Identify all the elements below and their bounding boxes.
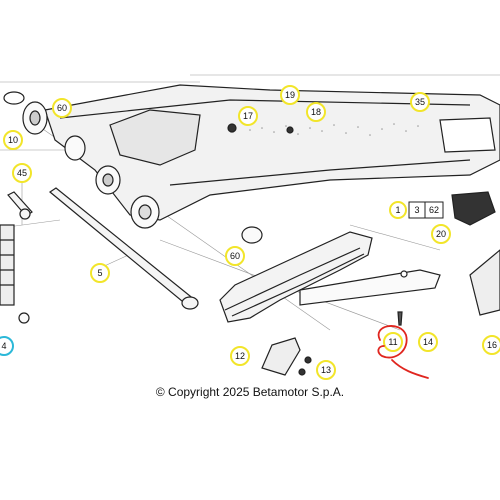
- svg-text:20: 20: [436, 229, 446, 239]
- callout-20: 20: [431, 224, 451, 244]
- callout-4: 4: [0, 336, 14, 356]
- svg-text:45: 45: [17, 168, 27, 178]
- callout-60-top: 60: [52, 98, 72, 118]
- chain-slider: [219, 231, 441, 323]
- callout-12: 12: [230, 346, 250, 366]
- callout-35: 35: [410, 92, 430, 112]
- callout-62: 62: [424, 201, 444, 219]
- swingarm: [44, 84, 500, 221]
- callout-3: 3: [408, 201, 426, 219]
- svg-text:16: 16: [487, 340, 497, 350]
- svg-text:60: 60: [230, 251, 240, 261]
- svg-text:12: 12: [235, 351, 245, 361]
- shock-absorber: [0, 224, 30, 324]
- callout-14: 14: [418, 332, 438, 352]
- callout-10: 10: [3, 130, 23, 150]
- copyright-notice: © Copyright 2025 Betamotor S.p.A.: [155, 385, 345, 399]
- svg-text:11: 11: [388, 337, 397, 347]
- svg-text:4: 4: [1, 341, 6, 351]
- callout-60-bottom: 60: [225, 246, 245, 266]
- callout-17: 17: [238, 106, 258, 126]
- callout-11: 11: [383, 332, 403, 352]
- svg-text:13: 13: [321, 365, 331, 375]
- callout-18: 18: [306, 102, 326, 122]
- bushings: [3, 91, 263, 244]
- svg-text:14: 14: [423, 337, 433, 347]
- rear-bracket: [451, 191, 500, 316]
- guard-plate: [227, 123, 403, 376]
- svg-text:1: 1: [395, 205, 400, 215]
- red-annotation-mark: [377, 325, 429, 379]
- svg-text:60: 60: [57, 103, 67, 113]
- axle: [7, 187, 199, 310]
- callout-13: 13: [316, 360, 336, 380]
- svg-text:62: 62: [429, 205, 439, 215]
- callout-1: 1: [389, 201, 407, 219]
- callout-5: 5: [90, 263, 110, 283]
- callout-19: 19: [280, 85, 300, 105]
- svg-text:10: 10: [8, 135, 18, 145]
- svg-text:3: 3: [414, 205, 419, 215]
- callout-45: 45: [12, 163, 32, 183]
- svg-text:19: 19: [285, 90, 295, 100]
- svg-text:18: 18: [311, 107, 321, 117]
- callout-16: 16: [482, 335, 500, 355]
- svg-text:5: 5: [97, 268, 102, 278]
- svg-text:17: 17: [243, 111, 253, 121]
- swingarm-texture: [249, 123, 419, 136]
- svg-text:35: 35: [415, 97, 425, 107]
